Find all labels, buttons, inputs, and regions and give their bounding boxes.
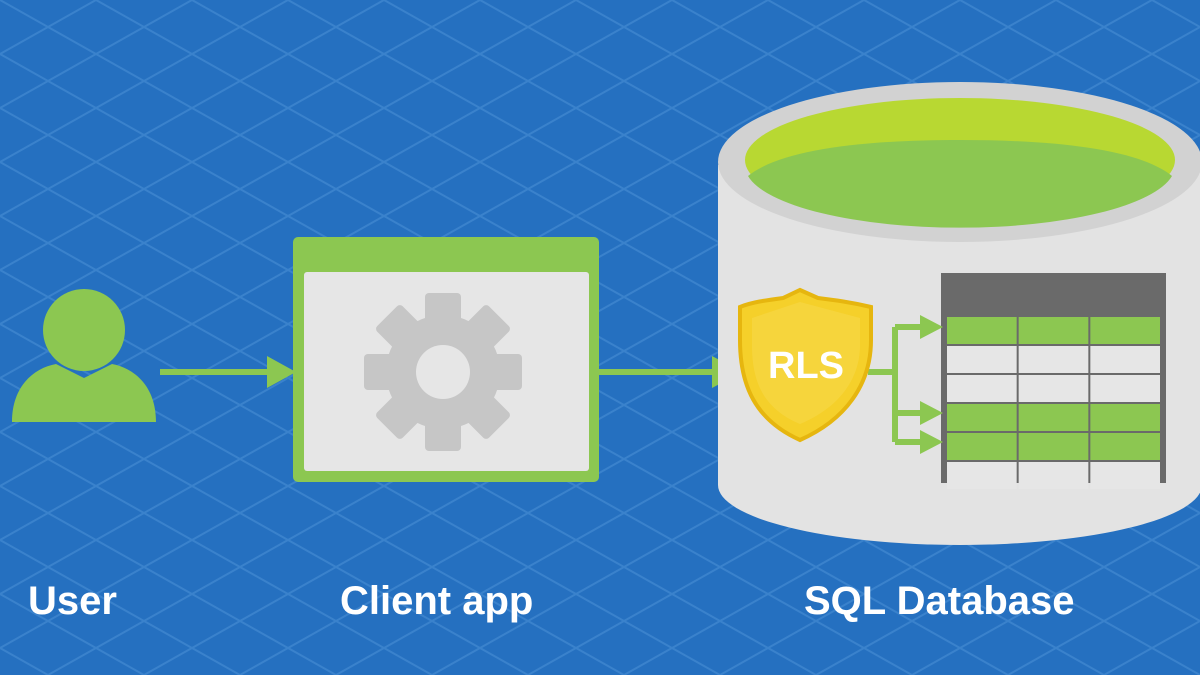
table-cell xyxy=(947,462,1017,489)
arrowhead-row-1 xyxy=(920,315,943,339)
table-cell xyxy=(1090,462,1160,489)
table-cell xyxy=(947,346,1017,373)
client-app-label: Client app xyxy=(340,579,534,623)
table-cell xyxy=(947,433,1017,460)
rls-label: RLS xyxy=(768,345,844,387)
user-label: User xyxy=(28,579,117,623)
sql-database-label: SQL Database xyxy=(804,579,1075,623)
table-cell xyxy=(1018,462,1089,489)
table-cell xyxy=(1090,404,1160,431)
table-cell xyxy=(1018,317,1089,344)
table-cell xyxy=(1018,375,1089,402)
table-cell xyxy=(1090,346,1160,373)
arrowhead-row-4 xyxy=(920,401,943,425)
arrowhead-row-5 xyxy=(920,430,943,454)
table-cell xyxy=(947,375,1017,402)
rls-arrowheads xyxy=(920,315,943,454)
table-cell xyxy=(947,404,1017,431)
table-cell xyxy=(1018,433,1089,460)
data-table xyxy=(941,273,1166,489)
arrow-user-to-client xyxy=(160,356,296,388)
table-cell xyxy=(1018,404,1089,431)
user-icon xyxy=(12,289,156,422)
shield-icon: RLS xyxy=(738,287,873,443)
gear-icon xyxy=(364,293,522,451)
client-app-window xyxy=(293,237,599,482)
table-rows xyxy=(947,317,1160,489)
table-cell xyxy=(1018,346,1089,373)
table-cell xyxy=(1090,317,1160,344)
table-cell xyxy=(1090,375,1160,402)
table-cell xyxy=(1090,433,1160,460)
table-cell xyxy=(947,317,1017,344)
